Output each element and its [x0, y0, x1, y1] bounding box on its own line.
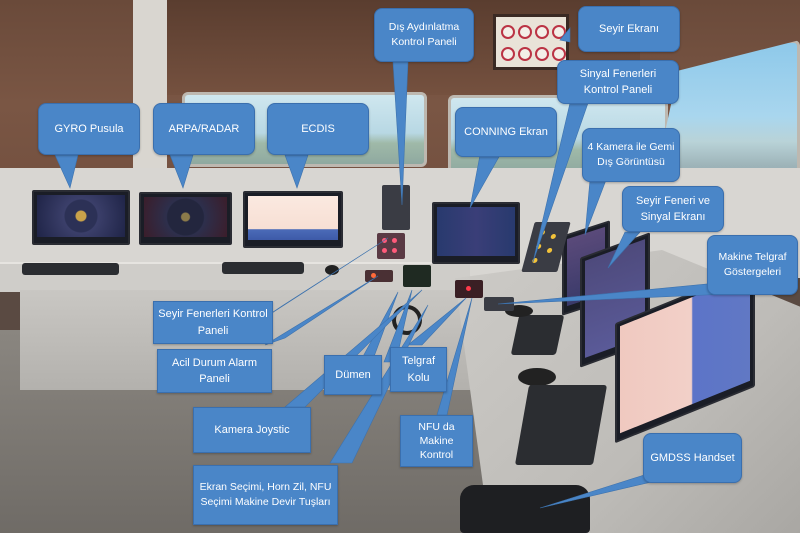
- callout-signal-lights-panel: Sinyal Fenerleri Kontrol Paneli: [557, 60, 679, 104]
- telegraph-lever: [455, 280, 483, 298]
- mouse: [518, 368, 556, 386]
- overhead-nav-display: [493, 14, 569, 70]
- camera-joystick: [403, 265, 431, 287]
- mouse: [325, 265, 339, 275]
- callout-screen-select: Ekran Seçimi, Horn Zil, NFU Seçimi Makin…: [193, 465, 338, 525]
- callout-emergency-alarm: Acil Durum Alarm Paneli: [157, 349, 272, 393]
- callout-nav-screen: Seyir Ekranı: [578, 6, 680, 52]
- label-camera-view: 4 Kamera ile Gemi Dış Görüntüsü: [587, 141, 675, 168]
- label-exterior-lighting: Dış Aydınlatma Kontrol Paneli: [388, 21, 460, 48]
- gyro-monitor: [32, 190, 130, 245]
- label-conning: CONNING Ekran: [464, 125, 548, 138]
- callout-camera-joystick: Kamera Joystic: [193, 407, 311, 453]
- label-telegraph-lever: Telgraf Kolu: [401, 355, 436, 384]
- callout-arpa-radar: ARPA/RADAR: [153, 103, 255, 155]
- callout-nfu-engine: NFU da Makine Kontrol: [400, 415, 473, 467]
- callout-gyro: GYRO Pusula: [38, 103, 140, 155]
- callout-nav-lights-panel: Seyir Fenerleri Kontrol Paneli: [153, 301, 273, 344]
- callout-gmdss: GMDSS Handset: [643, 433, 742, 483]
- keyboard: [22, 263, 119, 275]
- label-arpa-radar: ARPA/RADAR: [168, 122, 240, 135]
- callout-telegraph-lever: Telgraf Kolu: [390, 347, 447, 392]
- label-ecdis: ECDIS: [301, 122, 335, 135]
- alarm-panel: [365, 270, 393, 282]
- radar-monitor: [139, 192, 232, 245]
- label-nfu-engine: NFU da Makine Kontrol: [418, 420, 455, 462]
- ecdis-monitor: [243, 191, 343, 248]
- exterior-lighting-panel: [382, 185, 410, 230]
- keyboard: [222, 262, 304, 274]
- gmdss-handset: [460, 485, 590, 533]
- label-nav-screen: Seyir Ekranı: [599, 22, 659, 35]
- nav-lights-panel: [377, 233, 405, 259]
- label-gyro: GYRO Pusula: [54, 122, 124, 135]
- callout-telegraph-gauges: Makine Telgraf Göstergeleri: [707, 235, 798, 295]
- label-gmdss: GMDSS Handset: [650, 451, 735, 464]
- callout-camera-view: 4 Kamera ile Gemi Dış Görüntüsü: [582, 128, 680, 182]
- callout-signal-screen: Seyir Feneri ve Sinyal Ekranı: [622, 186, 724, 232]
- label-emergency-alarm: Acil Durum Alarm Paneli: [172, 356, 257, 386]
- callout-conning: CONNING Ekran: [455, 107, 557, 157]
- label-nav-lights-panel: Seyir Fenerleri Kontrol Paneli: [158, 308, 268, 337]
- callout-exterior-lighting: Dış Aydınlatma Kontrol Paneli: [374, 8, 474, 62]
- label-rudder: Dümen: [335, 368, 371, 381]
- label-camera-joystick: Kamera Joystic: [214, 423, 290, 436]
- conning-monitor: [432, 202, 520, 264]
- label-screen-select: Ekran Seçimi, Horn Zil, NFU Seçimi Makin…: [199, 481, 332, 508]
- label-telegraph-gauges: Makine Telgraf Göstergeleri: [718, 251, 787, 278]
- label-signal-screen: Seyir Feneri ve Sinyal Ekranı: [636, 194, 710, 224]
- callout-ecdis: ECDIS: [267, 103, 369, 155]
- label-signal-lights-panel: Sinyal Fenerleri Kontrol Paneli: [579, 67, 657, 97]
- callout-rudder: Dümen: [324, 355, 382, 395]
